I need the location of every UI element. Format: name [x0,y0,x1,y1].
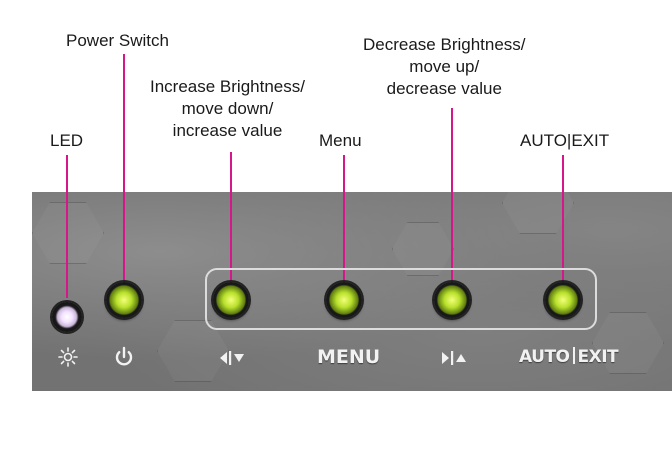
auto-exit-divider [572,347,575,364]
brightness-icon [58,347,78,367]
increase-leader-line [230,152,232,288]
auto-exit-button[interactable] [545,282,581,318]
decrease-callout-line-2: move up/ [409,57,480,76]
led-leader-line [66,155,68,298]
menu-label: MENU [317,346,381,368]
menu-button[interactable] [326,282,362,318]
panel-texture-hex [392,222,454,276]
increase-callout-line-2: move down/ [181,99,274,118]
increase-brightness-button[interactable] [213,282,249,318]
power-switch-callout: Power Switch [66,31,169,50]
menu-leader-line [343,155,345,288]
exit-label: EXIT [577,347,619,367]
auto-label: AUTO [519,347,570,367]
decrease-brightness-callout: Decrease Brightness/ move up/ decrease v… [363,34,526,100]
auto-exit-label: AUTO EXIT [519,347,619,367]
auto-exit-callout: AUTO|EXIT [520,131,610,150]
right-up-arrow-icon [440,350,468,366]
left-down-arrow-icon [218,350,246,366]
auto-exit-leader-line [562,155,564,288]
decrease-brightness-button[interactable] [434,282,470,318]
power-icon [114,346,134,368]
decrease-leader-line [451,108,453,288]
decrease-callout-line-1: Decrease Brightness/ [363,35,526,54]
power-leader-line [123,54,125,288]
menu-callout: Menu [319,131,362,150]
increase-brightness-callout: Increase Brightness/ move down/ increase… [150,76,305,142]
panel-texture-hex [157,320,229,382]
increase-callout-line-3: increase value [172,121,283,140]
panel-texture-hex [592,312,664,374]
power-button[interactable] [106,282,142,318]
led-indicator [52,302,82,332]
osd-button-group [205,268,597,330]
led-callout: LED [50,131,84,150]
decrease-callout-line-3: decrease value [386,79,502,98]
panel-texture-hex [32,202,104,264]
increase-callout-line-1: Increase Brightness/ [150,77,305,96]
